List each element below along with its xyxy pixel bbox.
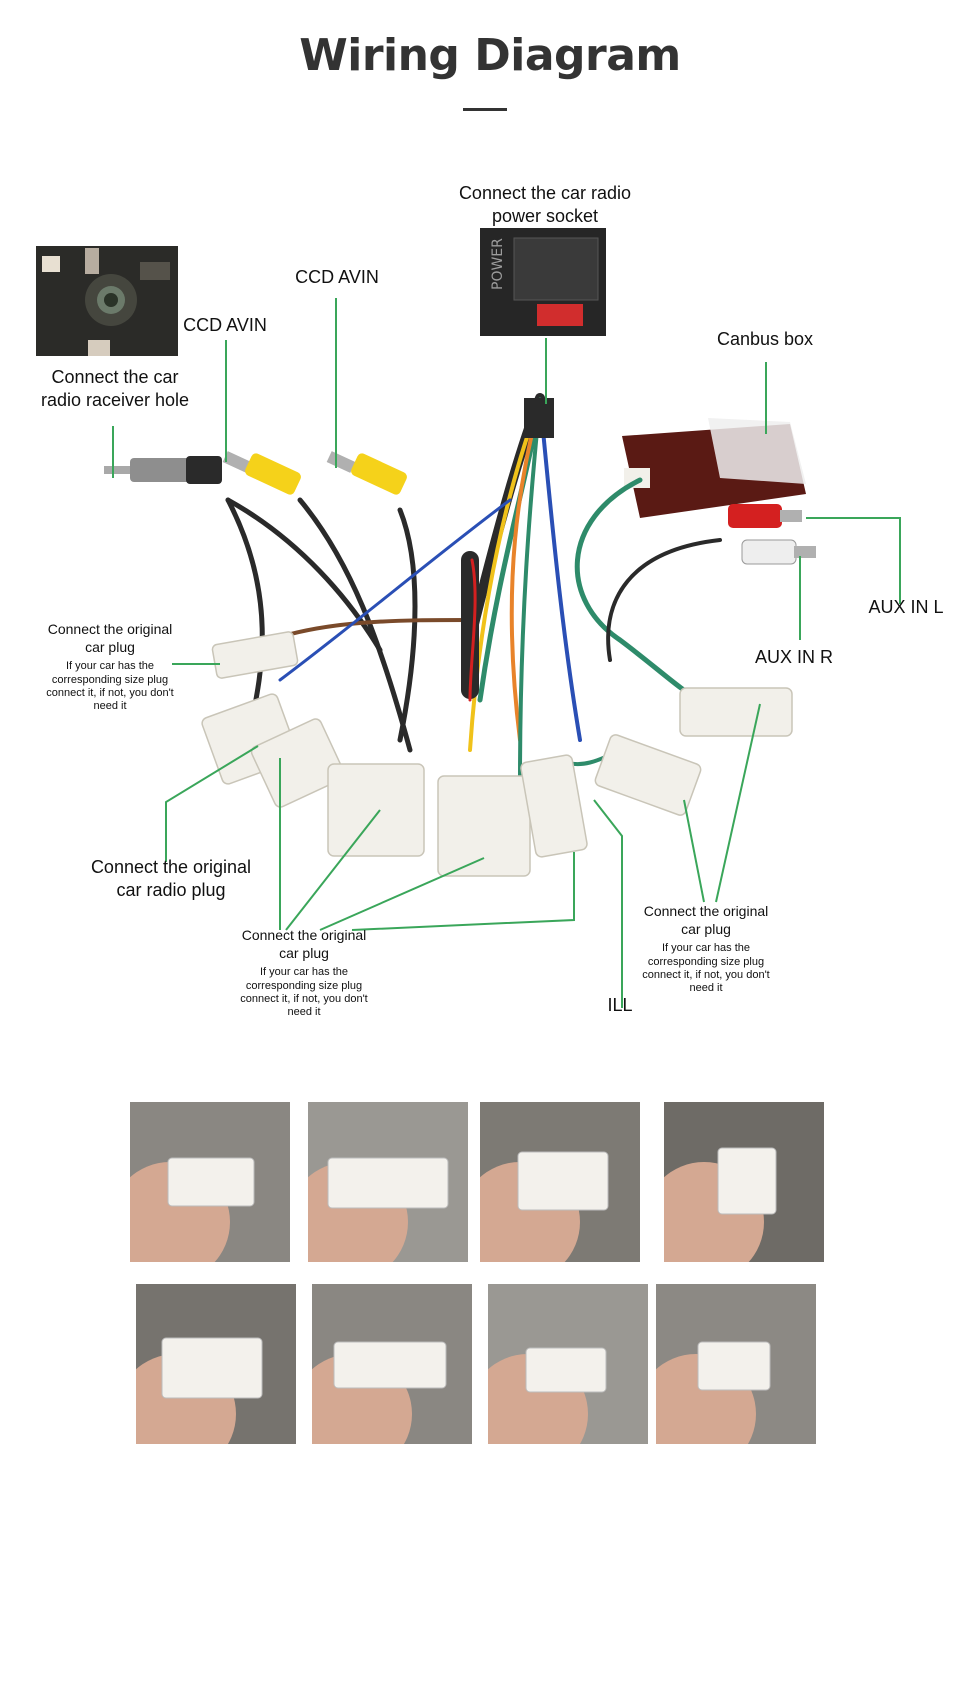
label-ccd-avin-right: CCD AVIN xyxy=(295,267,379,287)
connector-photo-5 xyxy=(136,1284,296,1444)
label-canbus-box: Canbus box xyxy=(716,329,814,349)
label-original-radio-plug: Connect the original car radio plug xyxy=(90,857,252,901)
label-aux-in-l: AUX IN L xyxy=(868,597,944,617)
label-ccd-avin-left: CCD AVIN xyxy=(183,315,267,335)
connector-photo-2 xyxy=(308,1102,468,1262)
connector-photo-7 xyxy=(488,1284,648,1444)
power-text: POWER xyxy=(490,238,506,290)
car-plugs xyxy=(201,631,793,877)
wire-bundle xyxy=(225,393,722,782)
label-power-socket: Connect the car radio power socket xyxy=(458,183,632,227)
page-title: Wiring Diagram xyxy=(299,30,681,81)
label-plug-bottom-note: If your car has the corresponding size p… xyxy=(240,966,368,1018)
power-socket-photo: POWER xyxy=(480,228,606,336)
connector-photo-4 xyxy=(664,1102,824,1262)
canbus-box xyxy=(622,418,806,518)
label-plug-right: Connect the original car plug If your ca… xyxy=(636,902,776,995)
title-divider xyxy=(463,108,507,111)
label-plug-left-title: Connect the original car plug xyxy=(47,621,173,656)
receiver-hole-photo xyxy=(36,246,178,356)
label-plug-right-title: Connect the original car plug xyxy=(643,903,769,938)
connector-photo-6 xyxy=(312,1284,472,1444)
power-connector xyxy=(524,398,554,438)
label-ill: ILL xyxy=(607,995,633,1015)
wiring-diagram: POWER xyxy=(36,228,901,1008)
label-plug-bottom: Connect the original car plug If your ca… xyxy=(234,926,374,1019)
label-plug-left-note: If your car has the corresponding size p… xyxy=(46,660,174,712)
connector-photo-8 xyxy=(656,1284,816,1444)
label-aux-in-r: AUX IN R xyxy=(754,647,833,667)
label-receiver-hole: Connect the car radio raceiver hole xyxy=(40,367,190,411)
connector-photo-3 xyxy=(480,1102,640,1262)
label-plug-left: Connect the original car plug If your ca… xyxy=(40,620,180,713)
leader-lines xyxy=(112,298,901,1008)
rca-plugs xyxy=(222,451,816,565)
label-plug-right-note: If your car has the corresponding size p… xyxy=(642,942,770,994)
antenna-plug xyxy=(104,456,222,484)
connector-photo-1 xyxy=(130,1102,290,1262)
label-plug-bottom-title: Connect the original car plug xyxy=(241,927,367,962)
